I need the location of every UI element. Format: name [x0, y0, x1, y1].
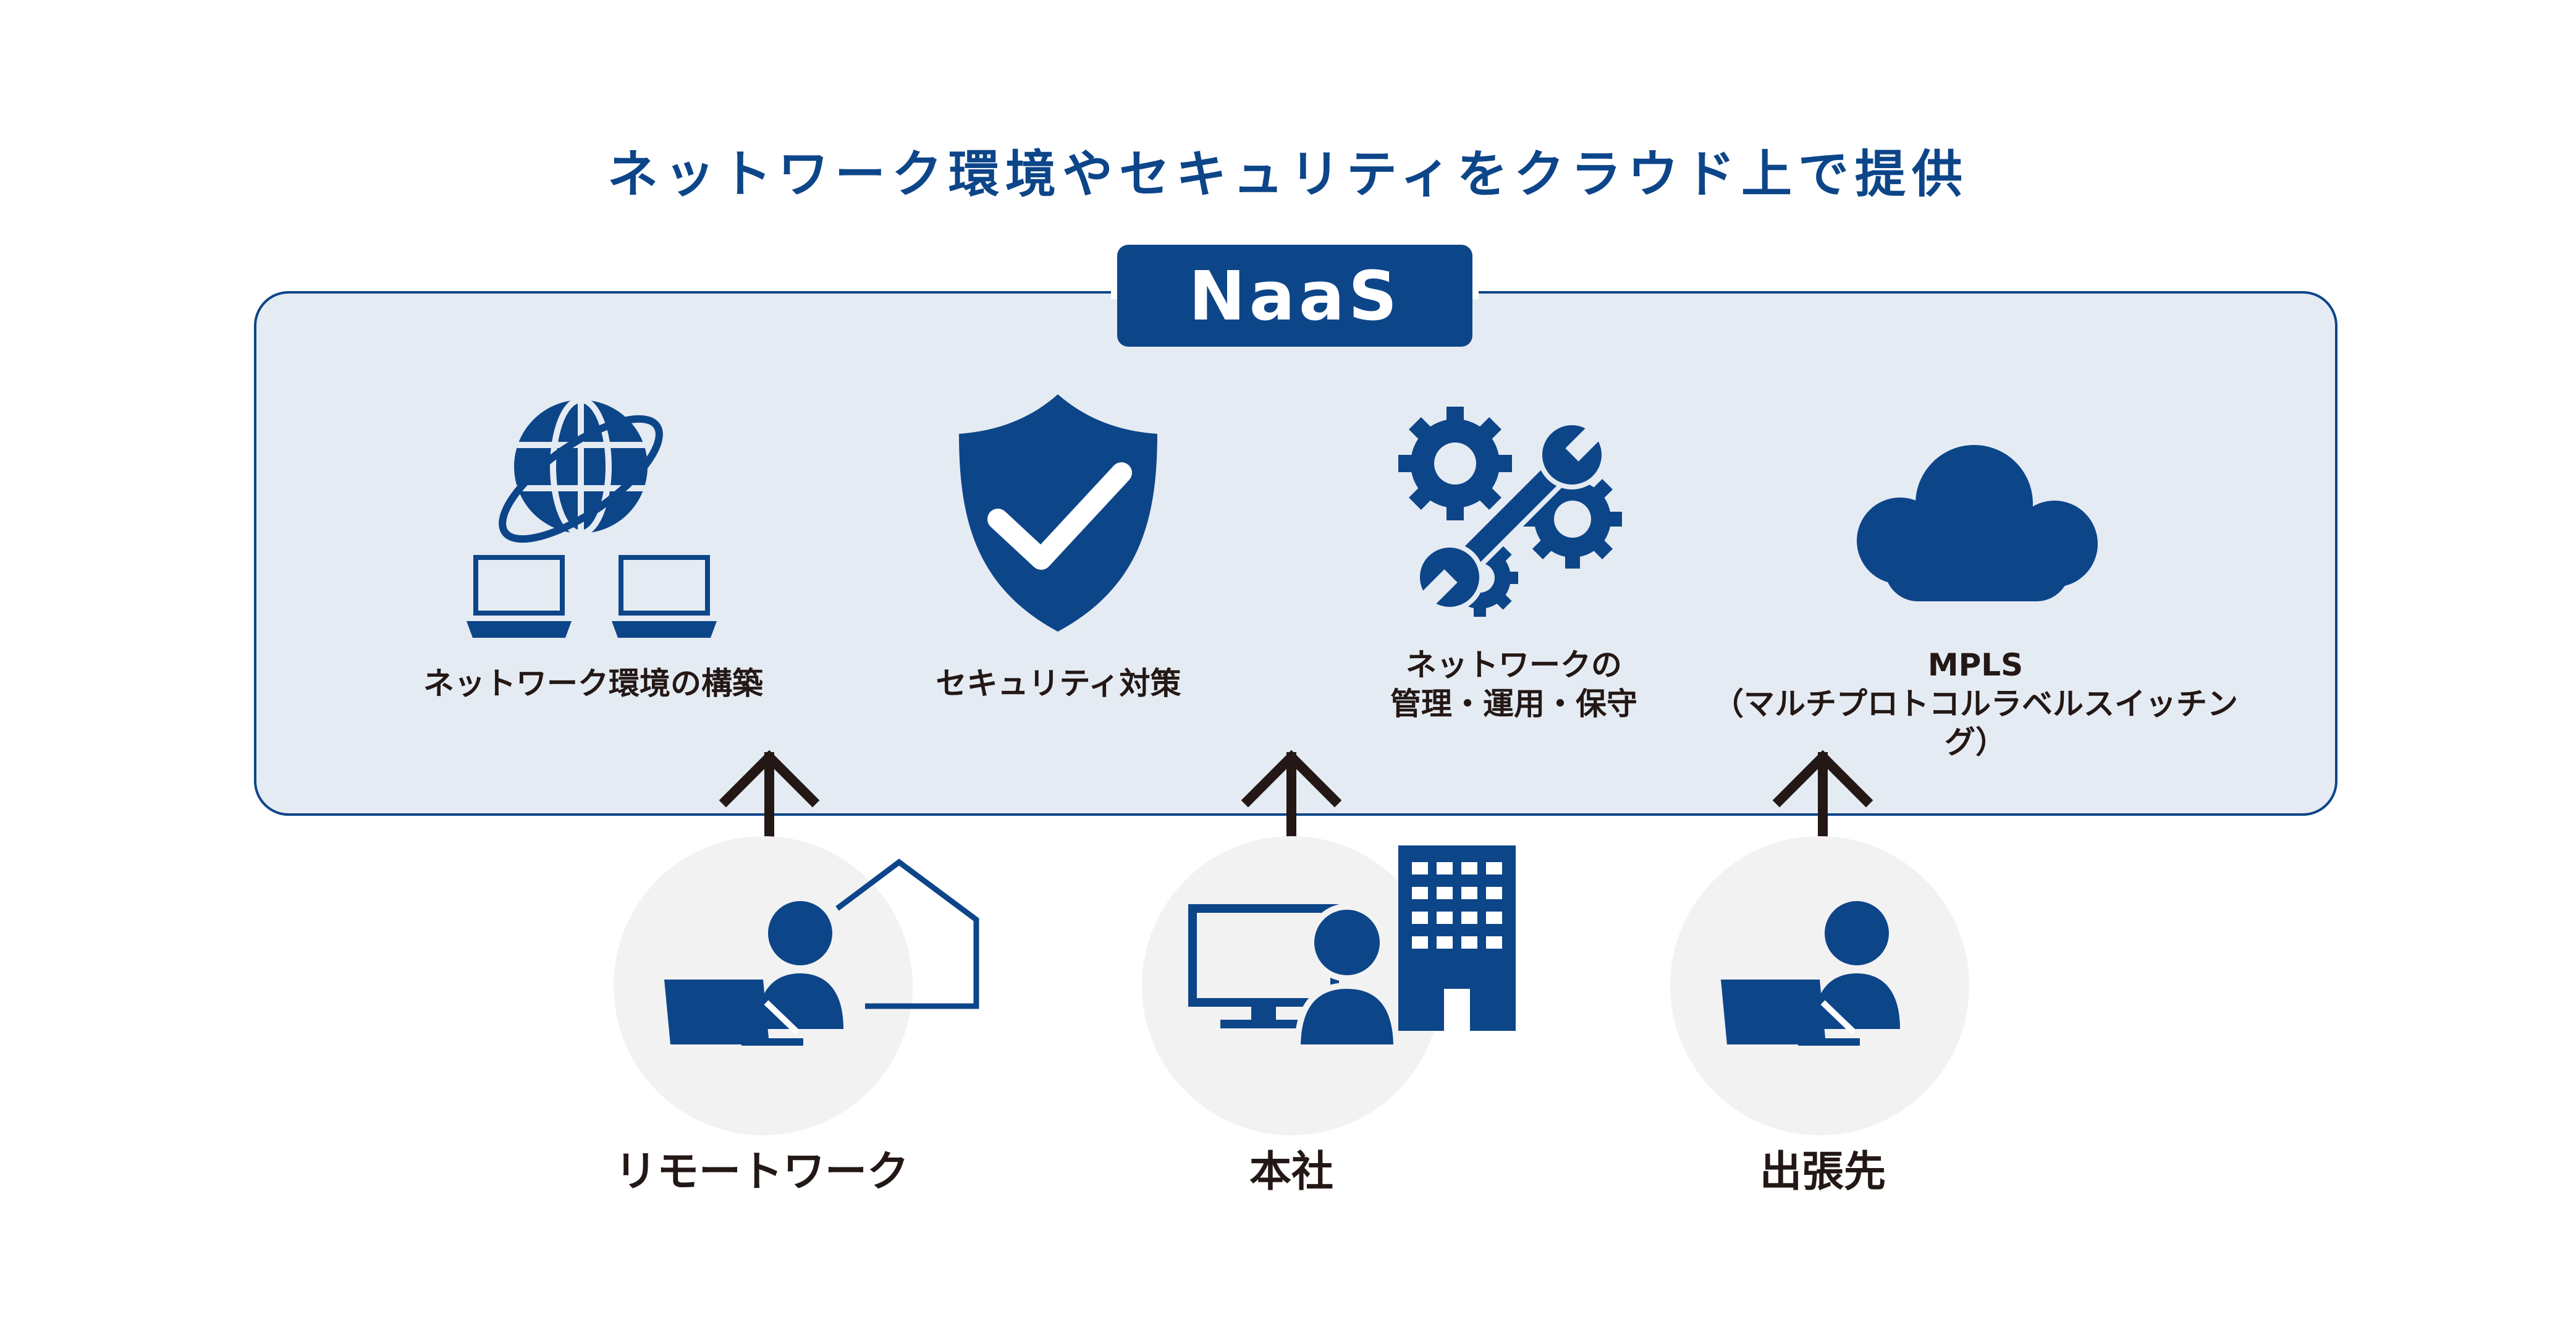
site-label-remote: リモートワーク — [614, 1148, 909, 1196]
globe-laptops-icon — [467, 397, 717, 638]
service-label-management-line1: ネットワークの — [1406, 647, 1622, 683]
service-label-network-build: ネットワーク環境の構築 — [423, 666, 763, 701]
site-label-business-trip: 出張先 — [1759, 1148, 1886, 1196]
naas-badge: NaaS — [1117, 245, 1472, 347]
service-label-mpls-line1: MPLS — [1927, 647, 2024, 683]
shield-check-icon — [959, 394, 1157, 632]
service-label-security: セキュリティ対策 — [935, 666, 1181, 701]
cloud-icon — [1857, 445, 2098, 601]
gears-wrench-icon — [1398, 407, 1622, 617]
service-label-mpls: MPLS （マルチプロトコルラベルスイッチング） — [1697, 646, 2253, 762]
traveling-worker-icon — [1670, 836, 1969, 1135]
site-label-headquarters: 本社 — [1249, 1148, 1333, 1196]
office-worker-building-icon — [1142, 836, 1516, 1135]
remote-worker-house-icon — [614, 836, 979, 1135]
service-label-management: ネットワークの 管理・運用・保守 — [1236, 646, 1792, 723]
service-label-mpls-line2: （マルチプロトコルラベルスイッチング） — [1713, 685, 2238, 761]
page-title: ネットワーク環境やセキュリティをクラウド上で提供 — [607, 145, 1969, 204]
service-label-management-line2: 管理・運用・保守 — [1390, 685, 1637, 722]
